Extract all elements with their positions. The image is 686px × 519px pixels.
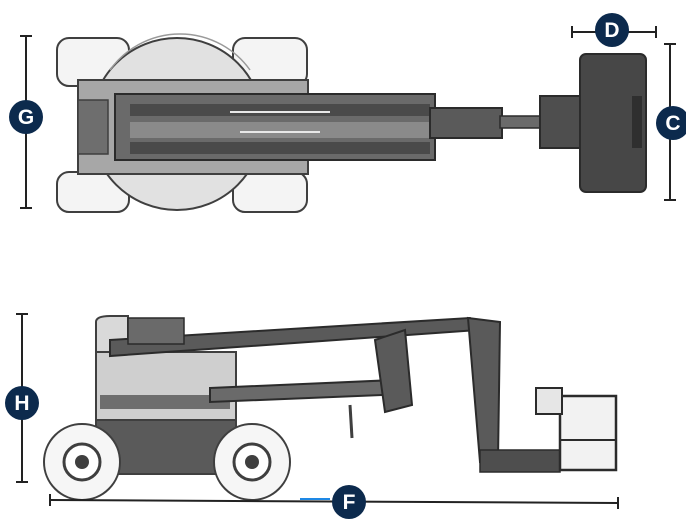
dimension-label-g: G xyxy=(9,100,43,134)
base-body xyxy=(95,351,237,433)
jib-arm-side xyxy=(466,316,502,464)
dimension-label-h: H xyxy=(5,386,39,420)
side-view xyxy=(43,315,618,501)
dimension-label-d: D xyxy=(595,13,629,47)
lower-boom xyxy=(209,378,407,404)
jib-arm-top xyxy=(429,107,503,139)
platform-top xyxy=(579,53,647,193)
dimension-label-c: C xyxy=(656,106,686,140)
top-view xyxy=(56,33,647,213)
platform-side xyxy=(558,394,618,472)
dimension-label-f: F xyxy=(332,485,366,519)
